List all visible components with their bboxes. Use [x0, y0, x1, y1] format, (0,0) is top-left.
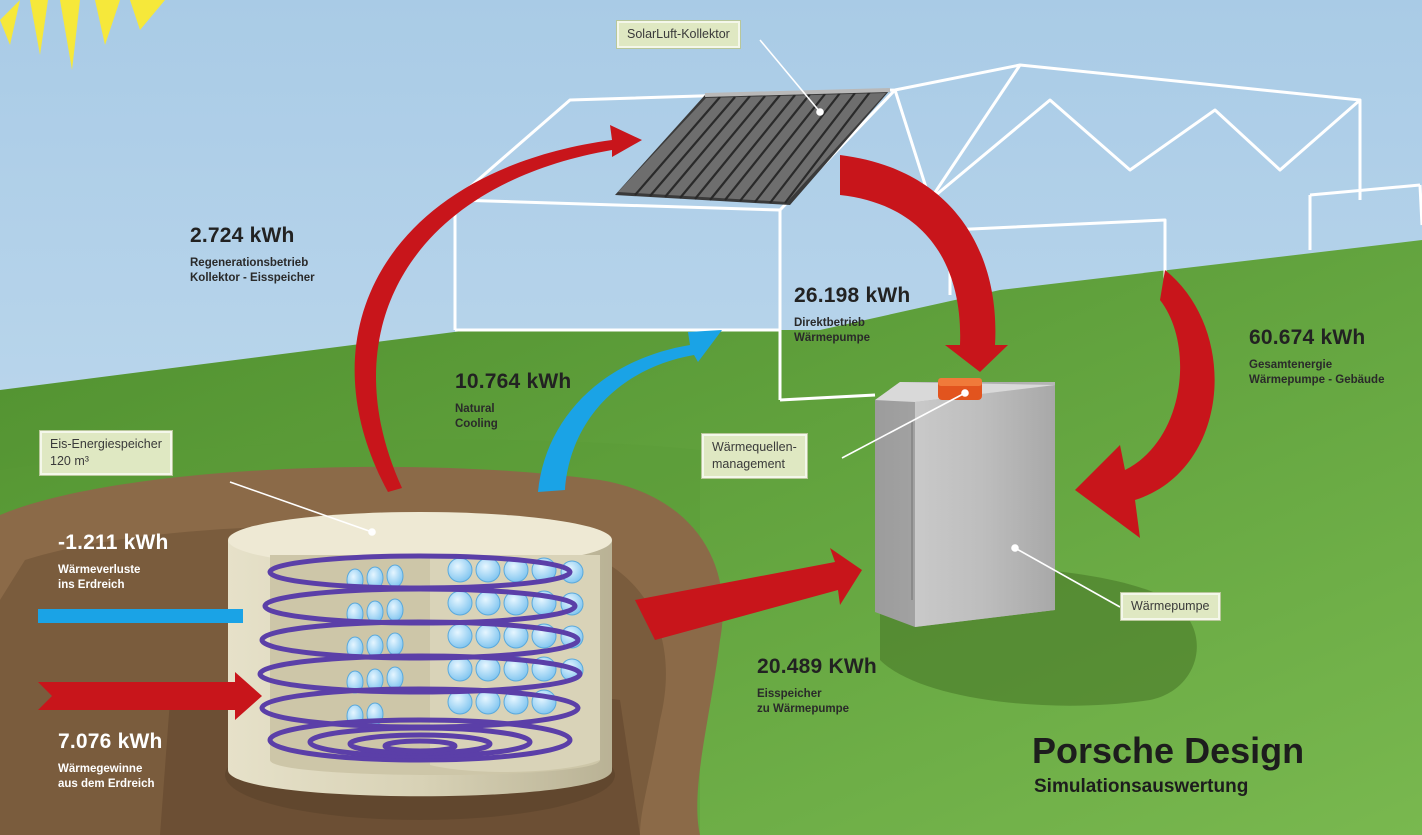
- value-gains: 7.076 kWh: [58, 730, 163, 753]
- desc-gains-1: Wärmegewinne: [58, 763, 143, 775]
- value-natural-cooling: 10.764 kWh: [455, 370, 572, 393]
- callout-source-management-line1: Wärmequellen-: [712, 440, 797, 454]
- label-ice-to-pump: 20.489 KWh Eisspeicher zu Wärmepumpe: [757, 655, 877, 717]
- brand-title: Porsche Design: [1032, 730, 1305, 771]
- callout-ice-storage-volume: 120 m³: [50, 454, 89, 468]
- value-ice-to-pump: 20.489 KWh: [757, 655, 877, 678]
- desc-direct-2: Wärmepumpe: [794, 332, 871, 344]
- arrow-losses: [38, 609, 243, 623]
- arrow-total: [1075, 270, 1215, 538]
- desc-losses-2: ins Erdreich: [58, 579, 125, 591]
- sun-icon: [0, 0, 165, 70]
- arrow-ice-to-pump: [635, 548, 862, 640]
- solar-collector: [615, 88, 891, 205]
- value-total: 60.674 kWh: [1249, 326, 1366, 349]
- label-total: 60.674 kWh Gesamtenergie Wärmepumpe - Ge…: [1249, 326, 1384, 388]
- desc-regeneration-1: Regenerationsbetrieb: [190, 257, 309, 269]
- label-natural-cooling: 10.764 kWh Natural Cooling: [455, 370, 571, 432]
- value-direct: 26.198 kWh: [794, 284, 911, 307]
- callout-solar-collector: SolarLuft-Kollektor: [617, 21, 740, 48]
- brand-subtitle: Simulationsauswertung: [1034, 776, 1249, 797]
- callout-ice-storage: Eis-Energiespeicher 120 m³: [40, 431, 172, 475]
- desc-total-1: Gesamtenergie: [1249, 359, 1333, 371]
- callout-heat-pump: Wärmepumpe: [1121, 593, 1220, 620]
- building-outline: [453, 63, 1422, 402]
- desc-total-2: Wärmepumpe - Gebäude: [1249, 374, 1385, 386]
- desc-direct-1: Direktbetrieb: [794, 317, 865, 329]
- label-gains: 7.076 kWh Wärmegewinne aus dem Erdreich: [58, 730, 163, 792]
- arrow-gains: [38, 672, 262, 720]
- desc-gains-2: aus dem Erdreich: [58, 778, 155, 790]
- flow-arrows: [38, 125, 1215, 720]
- ice-storage-tank: [225, 512, 615, 820]
- label-regeneration: 2.724 kWh Regenerationsbetrieb Kollektor…: [190, 224, 315, 286]
- heat-pump-unit: [875, 378, 1055, 627]
- callout-source-management-line2: management: [712, 457, 785, 471]
- arrow-natural-cooling: [538, 330, 722, 492]
- arrow-direct: [840, 155, 1008, 372]
- desc-regeneration-2: Kollektor - Eisspeicher: [190, 272, 315, 284]
- callout-heat-pump-text: Wärmepumpe: [1131, 599, 1210, 613]
- callout-source-management: Wärmequellen- management: [702, 434, 807, 478]
- arrow-regeneration: [354, 125, 642, 492]
- desc-natural-cooling-2: Cooling: [455, 418, 498, 430]
- callout-ice-storage-name: Eis-Energiespeicher: [50, 437, 162, 451]
- label-losses: -1.211 kWh Wärmeverluste ins Erdreich: [58, 531, 169, 593]
- desc-losses-1: Wärmeverluste: [58, 564, 141, 576]
- desc-ice-to-pump-1: Eisspeicher: [757, 688, 822, 700]
- value-losses: -1.211 kWh: [58, 531, 169, 554]
- desc-natural-cooling-1: Natural: [455, 403, 495, 415]
- callout-solar-collector-text: SolarLuft-Kollektor: [627, 27, 730, 41]
- label-direct: 26.198 kWh Direktbetrieb Wärmepumpe: [794, 284, 910, 346]
- value-regeneration: 2.724 kWh: [190, 224, 295, 247]
- desc-ice-to-pump-2: zu Wärmepumpe: [757, 703, 850, 715]
